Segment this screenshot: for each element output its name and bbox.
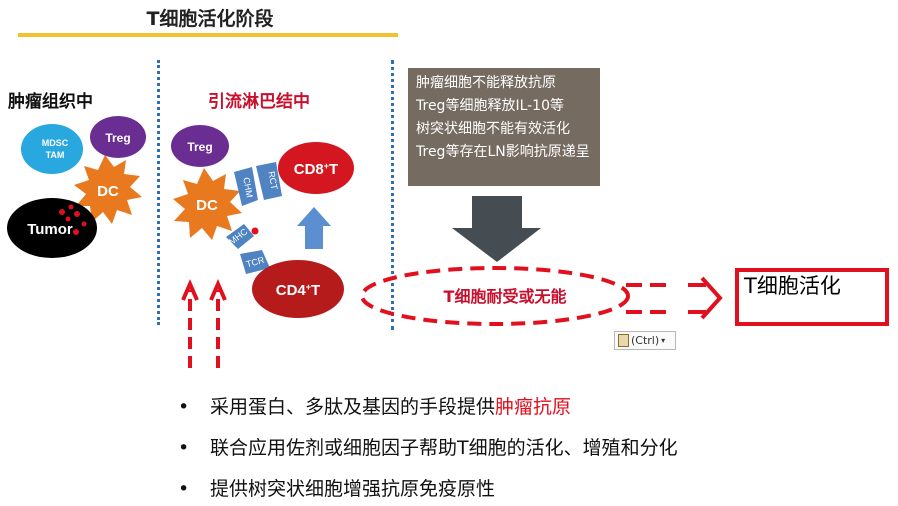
cd4-label: CD4+T	[276, 282, 320, 299]
dc-label: DC	[97, 183, 119, 200]
t-cell-anergy-label: T细胞耐受或无能	[443, 287, 567, 306]
section-label-lymph-node: 引流淋巴结中	[208, 92, 310, 112]
anergy-ellipse	[360, 266, 630, 326]
bullet-marker: •	[178, 478, 190, 500]
divider-left	[157, 60, 160, 325]
mdsc-tam-cell: MDSC TAM	[21, 124, 83, 174]
dc-cell-tumor-site: DC	[74, 155, 142, 224]
info-line: Treg等细胞释放IL-10等	[416, 98, 564, 114]
title-underline	[18, 33, 398, 37]
cd4-t-cell: CD4+T	[252, 260, 344, 318]
treg-label: Treg	[105, 131, 130, 145]
page-title: T细胞活化阶段	[146, 8, 274, 30]
tcr-label: TCR	[245, 255, 266, 270]
tumor-label: Tumor	[27, 221, 73, 238]
dc-cell-lymph-node: DC	[173, 168, 242, 240]
treg-cell-lymph-node: Treg	[171, 125, 229, 167]
bullet-item: • 联合应用佐剂或细胞因子帮助T细胞的活化、增殖和分化	[178, 433, 678, 460]
up-arrow-icon	[297, 207, 331, 249]
cd8-t-cell: CD8+T	[278, 142, 354, 194]
down-arrow-icon	[452, 196, 541, 262]
bullet-highlight: 肿瘤抗原	[495, 396, 572, 418]
bullet-item: • 采用蛋白、多肽及基因的手段提供肿瘤抗原	[178, 392, 571, 419]
t-cell-activation-label: T细胞活化	[744, 274, 841, 298]
bullet-marker: •	[178, 437, 190, 459]
bullet-text: 提供树突状细胞增强抗原免疫原性	[210, 478, 496, 500]
bullet-text: 采用蛋白、多肽及基因的手段提供	[210, 396, 496, 418]
chevron-down-icon: ▾	[661, 336, 666, 345]
info-line: 肿瘤细胞不能释放抗原	[416, 75, 556, 91]
inhibition-factors-box: 肿瘤细胞不能释放抗原 Treg等细胞释放IL-10等 树突状细胞不能有效活化 T…	[408, 68, 600, 186]
rct-molecule: RCT	[256, 162, 282, 200]
mdsc-label: MDSC	[42, 138, 69, 148]
dashed-right-arrow	[626, 276, 723, 320]
rct-label: RCT	[266, 171, 279, 191]
bullet-marker: •	[178, 396, 190, 418]
paste-options-label: (Ctrl)	[631, 334, 660, 347]
dc-label-ln: DC	[196, 197, 218, 214]
clipboard-icon	[618, 334, 629, 347]
bullet-text: 联合应用佐剂或细胞因子帮助T细胞的活化、增殖和分化	[210, 437, 678, 459]
dashed-up-arrows	[181, 279, 227, 368]
divider-right	[391, 60, 394, 330]
activation-box	[735, 268, 889, 326]
section-label-tumor: 肿瘤组织中	[8, 92, 93, 112]
tcr-molecule: TCR	[240, 250, 270, 274]
tam-label: TAM	[46, 150, 65, 160]
treg-cell-tumor-site: Treg	[90, 116, 146, 158]
tumor-cell: Tumor	[7, 198, 97, 258]
chm-label: CHM	[241, 177, 254, 199]
chm-molecule: CHM	[234, 167, 258, 206]
cd8-label: CD8+T	[294, 161, 338, 178]
info-line: 树突状细胞不能有效活化	[416, 121, 570, 137]
treg-label-ln: Treg	[187, 140, 212, 154]
info-line: Treg等存在LN影响抗原递呈	[416, 144, 590, 160]
mhc-molecule: MHC	[226, 224, 259, 249]
bullet-item: • 提供树突状细胞增强抗原免疫原性	[178, 474, 495, 501]
paste-options-badge[interactable]: (Ctrl) ▾	[614, 331, 676, 350]
